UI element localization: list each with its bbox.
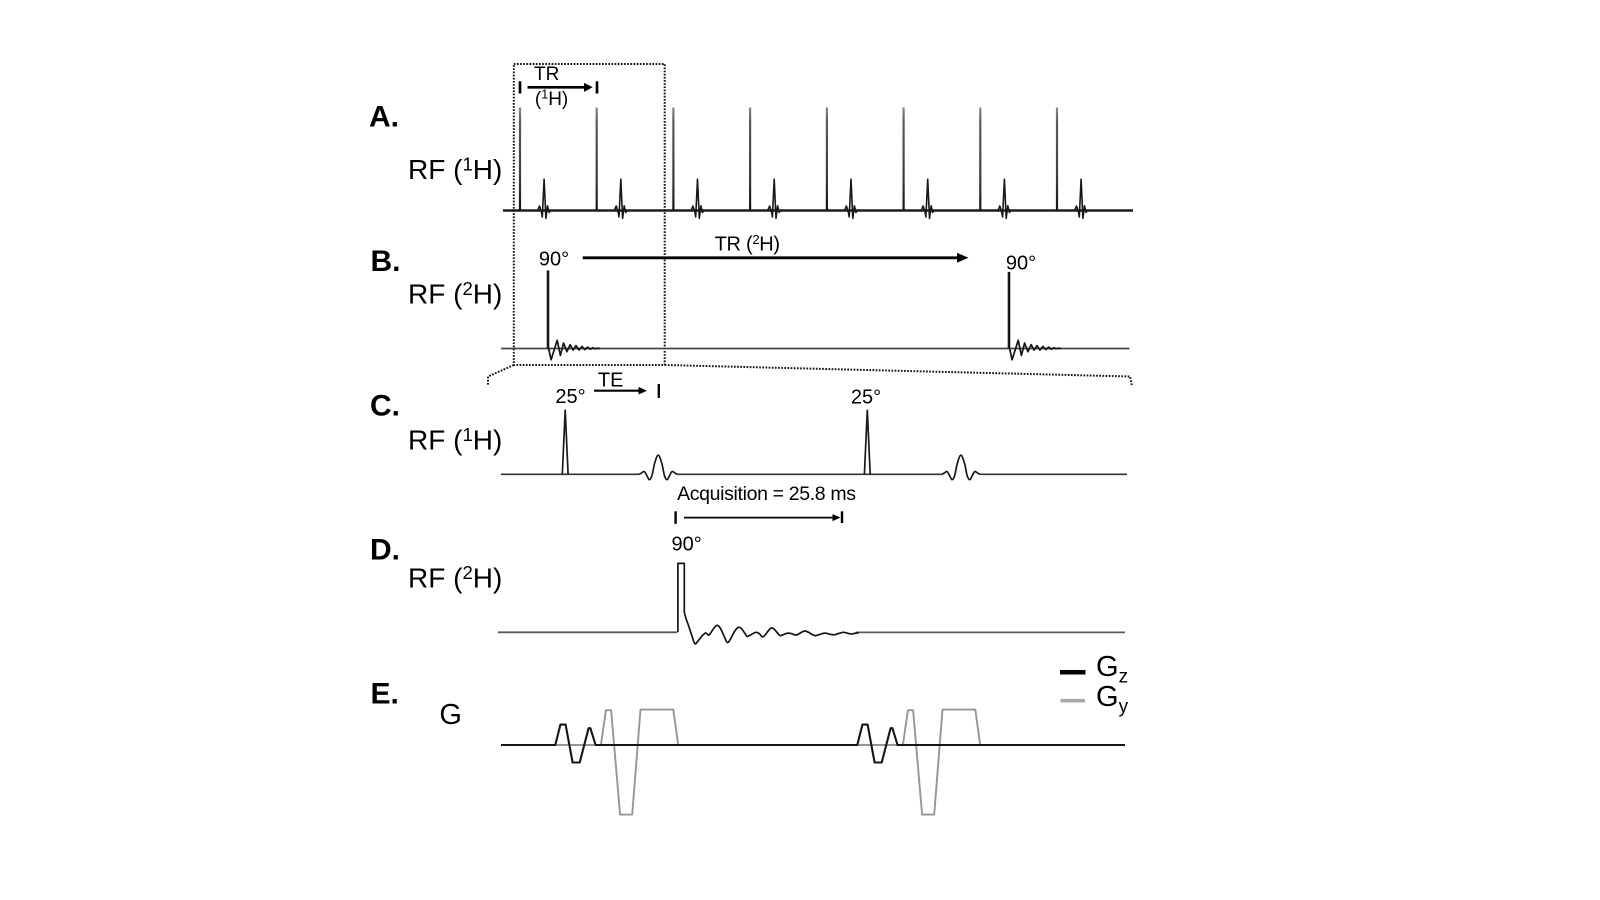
svg-text:RF (1H): RF (1H) bbox=[408, 424, 502, 456]
svg-text:(1H): (1H) bbox=[535, 88, 568, 111]
svg-text:C.: C. bbox=[370, 390, 400, 423]
svg-text:A.: A. bbox=[369, 101, 399, 134]
svg-text:25°: 25° bbox=[851, 387, 881, 409]
svg-text:RF (2H): RF (2H) bbox=[408, 278, 502, 310]
svg-text:RF (2H): RF (2H) bbox=[408, 562, 502, 594]
svg-text:G: G bbox=[439, 699, 462, 731]
svg-text:TE: TE bbox=[598, 370, 624, 392]
svg-text:B.: B. bbox=[371, 245, 401, 278]
svg-text:TR (2H): TR (2H) bbox=[715, 232, 780, 256]
svg-text:90°: 90° bbox=[1006, 253, 1036, 275]
svg-text:RF (1H): RF (1H) bbox=[408, 154, 502, 186]
svg-text:90°: 90° bbox=[539, 248, 569, 270]
svg-text:TR: TR bbox=[534, 64, 559, 85]
svg-text:E.: E. bbox=[371, 678, 399, 711]
svg-text:D.: D. bbox=[370, 534, 400, 567]
svg-text:90°: 90° bbox=[671, 534, 701, 556]
svg-text:25°: 25° bbox=[555, 386, 585, 408]
svg-text:Acquisition = 25.8 ms: Acquisition = 25.8 ms bbox=[677, 483, 856, 505]
